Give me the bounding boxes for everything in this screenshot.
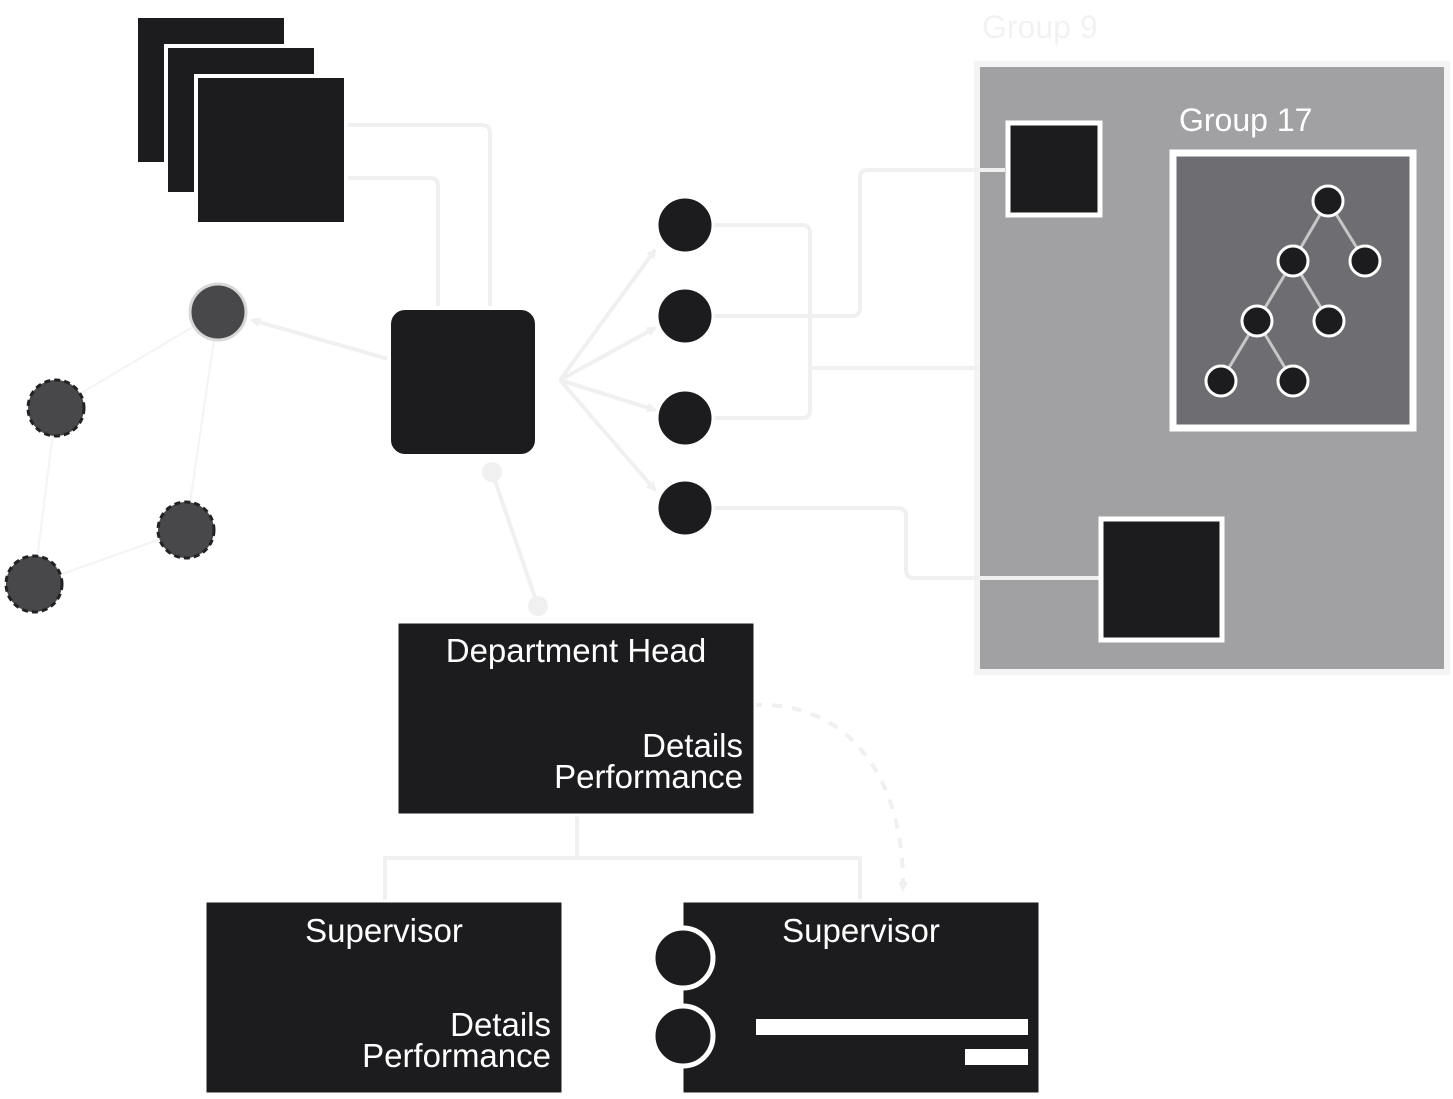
connector-circles-bus (712, 223, 812, 420)
circle-node-4[interactable] (655, 478, 715, 538)
dashed-arrow (751, 702, 909, 892)
supervisor-right-card[interactable]: Supervisor (650, 899, 1042, 1096)
connectors (250, 123, 1100, 903)
supervisor-left-details: Details (450, 1006, 551, 1043)
connector-head-to-supervisor-left (383, 815, 579, 903)
circle-node-3[interactable] (655, 388, 715, 448)
circle-node-2[interactable] (655, 286, 715, 346)
spoke-4 (558, 378, 657, 492)
department-head-details: Details (642, 727, 743, 764)
group-17[interactable]: Group 17 (1169, 102, 1417, 432)
tree-node-4b[interactable] (1276, 364, 1310, 398)
circle-node-1[interactable] (655, 195, 715, 255)
gray-node-solid[interactable] (188, 282, 248, 342)
supervisor-left-title: Supervisor (305, 912, 463, 949)
supervisor-right-bar-long (756, 1019, 1028, 1035)
connector-center-to-head (490, 471, 540, 607)
supervisor-right-bar-short (965, 1049, 1028, 1065)
supervisor-left-card[interactable]: Supervisor Details Performance (203, 899, 565, 1096)
group-square-large[interactable] (1098, 516, 1225, 643)
stacked-squares[interactable] (134, 14, 348, 226)
gray-node-dashed-3[interactable] (4, 554, 64, 614)
connector-to-small-square (712, 168, 1005, 318)
supervisor-right-title: Supervisor (782, 912, 940, 949)
department-head-title: Department Head (446, 632, 706, 669)
group-square-small[interactable] (1005, 120, 1103, 218)
tree-node-3a[interactable] (1240, 304, 1274, 338)
supervisor-right-port-bottom[interactable] (650, 1003, 716, 1069)
spoke-2 (559, 326, 657, 382)
connector-endpoint-top (482, 462, 502, 482)
gray-node-dashed-1[interactable] (26, 378, 86, 438)
tree-node-3b[interactable] (1312, 304, 1346, 338)
spoke-1 (558, 248, 657, 382)
department-head-box[interactable] (395, 620, 757, 817)
connector-head-to-supervisor-right (577, 856, 862, 903)
spoke-3 (559, 378, 657, 413)
gray-node-dashed-2[interactable] (156, 500, 216, 560)
supervisor-left-box[interactable] (203, 899, 565, 1096)
supervisor-right-port-top[interactable] (650, 925, 716, 991)
tree-node-4a[interactable] (1204, 364, 1238, 398)
group-17-title: Group 17 (1179, 102, 1312, 138)
tree-node-2a[interactable] (1276, 244, 1310, 278)
tree-node-root[interactable] (1311, 184, 1345, 218)
department-head-performance: Performance (554, 758, 743, 795)
connector-endpoint-bottom (528, 596, 548, 616)
center-node[interactable] (387, 306, 539, 458)
tree-nodes (1204, 184, 1382, 398)
connector-stack-mid (345, 176, 440, 310)
tree-node-2b[interactable] (1348, 244, 1382, 278)
connector-to-bottom-square (712, 506, 1100, 580)
stack-square-front[interactable] (194, 74, 348, 226)
department-head-card[interactable]: Department Head Details Performance (395, 620, 757, 817)
connector-stack-top (345, 123, 492, 310)
arrow-to-gray-node (250, 317, 393, 362)
supervisor-left-performance: Performance (362, 1037, 551, 1074)
group-9-title: Group 9 (982, 9, 1098, 45)
